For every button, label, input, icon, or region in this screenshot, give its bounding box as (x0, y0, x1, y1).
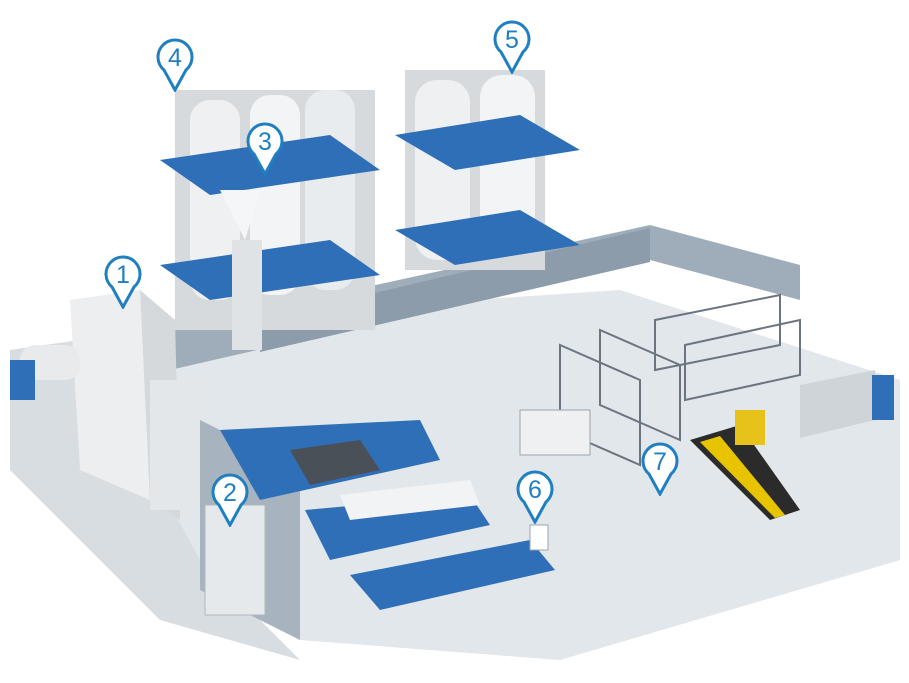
truck-left (10, 345, 80, 400)
rollers (290, 440, 380, 485)
marker-7[interactable]: 7 (640, 442, 680, 496)
map-pin-icon (211, 473, 249, 527)
marker-label: 3 (258, 128, 272, 156)
sheets (340, 480, 480, 520)
truck-right (800, 370, 894, 438)
map-pin-icon (641, 442, 679, 496)
storage-racks (559, 293, 801, 467)
forklift (735, 410, 765, 445)
silo-tower-right (395, 70, 580, 270)
marker-4[interactable]: 4 (155, 38, 195, 92)
dust-collector (70, 290, 200, 520)
marker-6[interactable]: 6 (515, 470, 555, 524)
marker-1[interactable]: 1 (103, 255, 143, 309)
map-pin-icon (493, 20, 531, 74)
marker-label: 2 (223, 479, 237, 507)
marker-5[interactable]: 5 (492, 20, 532, 74)
marker-label: 6 (528, 476, 542, 504)
marker-3[interactable]: 3 (245, 122, 285, 176)
map-pin-icon (104, 255, 142, 309)
control-panel (529, 524, 549, 551)
marker-label: 1 (116, 261, 130, 289)
winder (519, 409, 591, 456)
production-line-3 (350, 540, 555, 610)
map-pin-icon (246, 122, 284, 176)
hazard-stripe (700, 436, 785, 518)
marker-label: 5 (505, 26, 519, 54)
marker-label: 4 (168, 44, 182, 72)
map-pin-icon (156, 38, 194, 92)
map-pin-icon (516, 470, 554, 524)
marker-2[interactable]: 2 (210, 473, 250, 527)
marker-label: 7 (653, 448, 667, 476)
